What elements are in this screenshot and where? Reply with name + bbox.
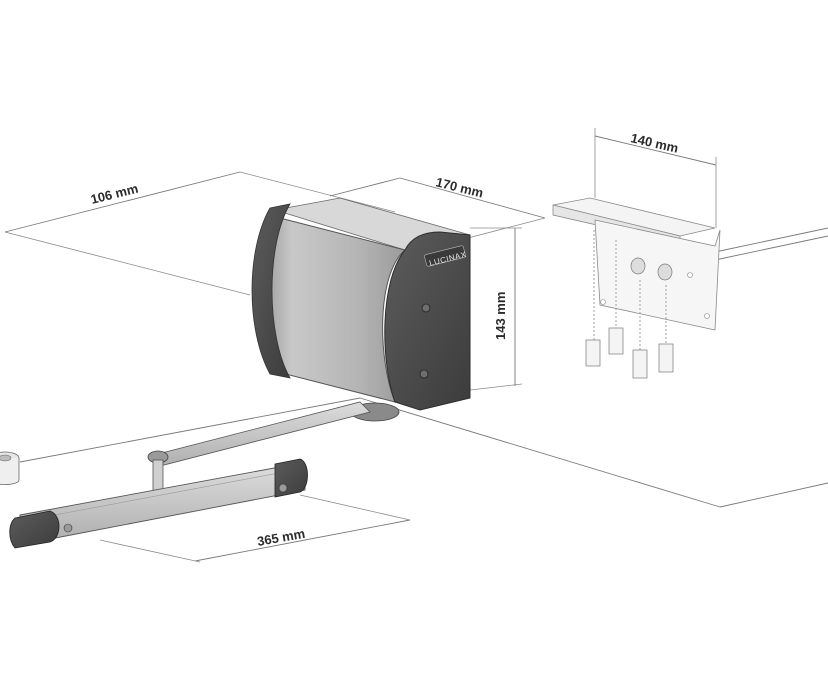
operator-housing: LUCINAX [251, 197, 471, 422]
dimension-label-106: 106 mm [89, 181, 140, 207]
door-stop [0, 451, 20, 485]
dimension-label-140: 140 mm [629, 130, 680, 156]
reference-lines [19, 227, 828, 508]
wall-bracket [552, 197, 721, 331]
mounting-screws [585, 230, 674, 379]
lower-arm [9, 458, 308, 549]
upper-arm [147, 401, 371, 495]
dimension-label-365: 365 mm [256, 526, 306, 549]
dimension-label-143: 143 mm [493, 292, 508, 340]
dimension-label-170: 170 mm [434, 174, 485, 200]
dimension-143mm: 143 mm [469, 227, 523, 391]
